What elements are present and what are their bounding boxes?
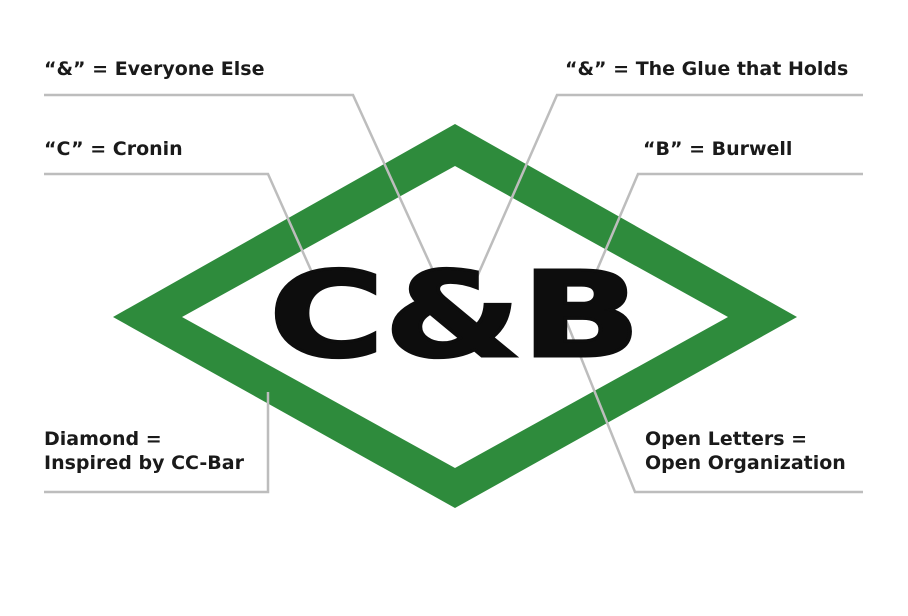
callout-amp-glue: “&” = The Glue that Holds — [565, 58, 849, 80]
callout-diamond-line2: Inspired by CC-Bar — [44, 451, 244, 474]
callout-c-cronin: “C” = Cronin — [44, 138, 183, 160]
leader-line-amp-everyone-else — [44, 93, 438, 278]
leader-line-open-letters — [557, 302, 863, 494]
leader-line-diamond — [44, 392, 270, 494]
callout-open-letters-line1: Open Letters = — [645, 428, 808, 450]
leader-line-amp-glue — [475, 93, 863, 278]
callout-b-burwell: “B” = Burwell — [643, 138, 793, 160]
leader-lines — [44, 93, 863, 494]
callout-open-letters: Open Letters = Open Organization — [645, 428, 846, 476]
callout-diamond-line1: Diamond = — [44, 428, 162, 450]
callout-amp-everyone-else: “&” = Everyone Else — [44, 58, 265, 80]
callout-diamond: Diamond = Inspired by CC-Bar — [44, 428, 244, 476]
callout-open-letters-line2: Open Organization — [645, 451, 846, 474]
logo-text: C&B — [269, 246, 641, 384]
diamond-shape — [113, 124, 797, 508]
leader-line-burwell — [592, 172, 863, 278]
leader-line-cronin — [44, 172, 316, 278]
